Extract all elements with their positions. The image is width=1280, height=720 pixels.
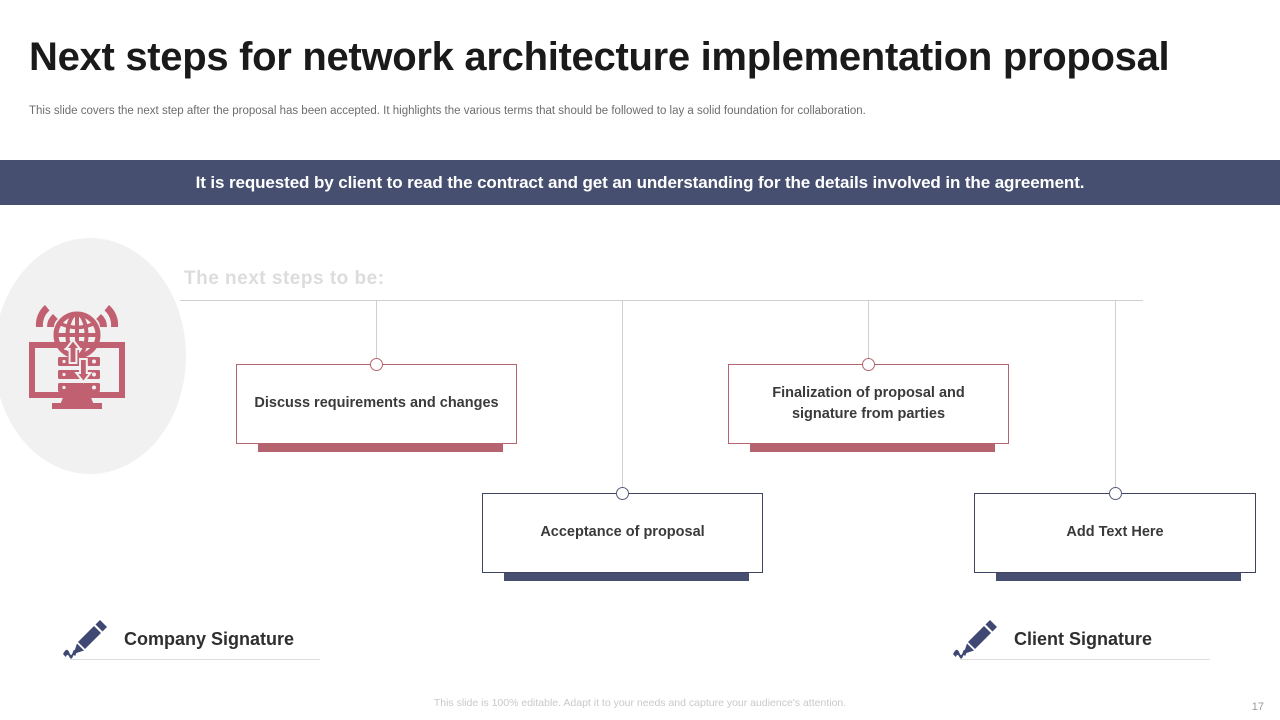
steps-heading: The next steps to be: xyxy=(184,268,385,289)
client-signature-block[interactable]: Client Signature xyxy=(952,618,1152,660)
connector-node-1 xyxy=(370,358,383,371)
client-signature-label: Client Signature xyxy=(1014,628,1153,649)
step-card-label-3: Finalization of proposal and signature f… xyxy=(772,384,965,422)
footer-note: This slide is 100% editable. Adapt it to… xyxy=(433,697,847,709)
step-card-label-2: Acceptance of proposal xyxy=(540,524,705,541)
company-signature-block[interactable]: Company Signature xyxy=(62,618,294,660)
step-card-shadow-1 xyxy=(258,444,503,452)
step-card-2[interactable]: Acceptance of proposal xyxy=(482,493,763,573)
step-card-3[interactable]: Finalization of proposal and signature f… xyxy=(728,364,1009,444)
page-title: Next steps for network architecture impl… xyxy=(29,35,1170,79)
step-card-shadow-2 xyxy=(504,573,749,581)
network-server-monitor-icon xyxy=(22,297,132,409)
connector-vertical-line-4 xyxy=(1115,300,1116,493)
connector-vertical-line-3 xyxy=(868,300,869,364)
step-card-shadow-3 xyxy=(750,444,995,452)
connector-vertical-line-2 xyxy=(622,300,623,493)
callout-banner: It is requested by client to read the co… xyxy=(0,160,1280,205)
connector-node-3 xyxy=(862,358,875,371)
connector-node-4 xyxy=(1109,487,1122,500)
connector-node-2 xyxy=(616,487,629,500)
step-card-4[interactable]: Add Text Here xyxy=(974,493,1256,573)
signature-pen-icon xyxy=(952,618,1000,660)
company-signature-rule xyxy=(70,659,320,660)
company-signature-label: Company Signature xyxy=(124,628,295,649)
client-signature-rule xyxy=(960,659,1210,660)
step-card-label-1: Discuss requirements and changes xyxy=(254,395,499,412)
connector-vertical-line-1 xyxy=(376,300,377,364)
page-number: 17 xyxy=(1251,701,1264,713)
signature-pen-icon xyxy=(62,618,110,660)
step-card-shadow-4 xyxy=(996,573,1241,581)
step-card-1[interactable]: Discuss requirements and changes xyxy=(236,364,517,444)
banner-text: It is requested by client to read the co… xyxy=(195,172,1085,192)
step-card-label-4: Add Text Here xyxy=(1066,524,1164,541)
connector-horizontal-line xyxy=(180,300,1143,301)
page-subtitle: This slide covers the next step after th… xyxy=(29,105,866,117)
